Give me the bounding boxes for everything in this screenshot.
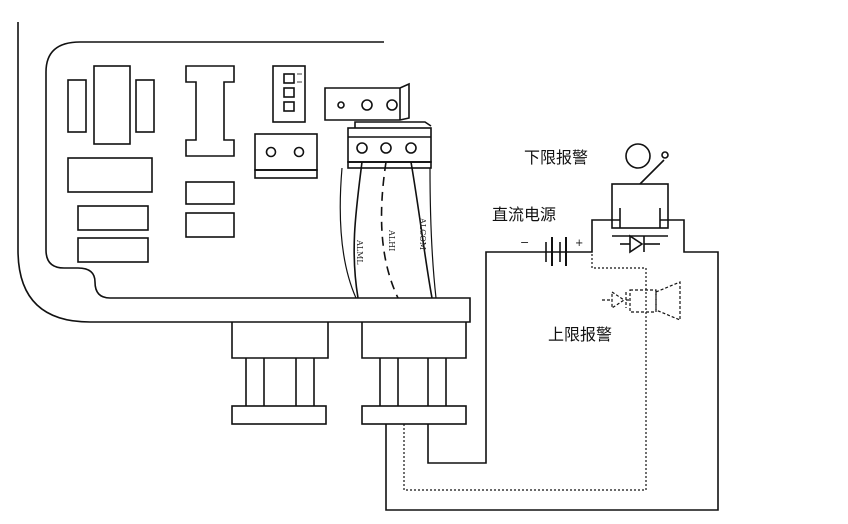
right-cable-gland [361,322,467,425]
wire-label-group: ALML ALHI ALCOM [355,217,427,265]
wire-label-alcom: ALCOM [418,217,427,250]
board-component-5 [185,212,235,238]
lower-alarm-label: 下限报警 [524,148,588,167]
housing-outline [17,22,471,323]
board-component-3 [77,237,149,263]
i-shaped-component [185,65,235,157]
wire-upper-alarm-return [385,219,719,511]
dc-source-label: 直流电源 [492,205,556,224]
wire-label-alhi: ALHI [387,229,396,251]
dc-minus-sign: − [520,236,529,249]
lower-alarm-device [611,143,669,237]
dip-switch [272,65,306,123]
two-screw-terminal [254,133,318,179]
dc-source-symbol [545,237,572,266]
dc-plus-sign: + [575,238,583,249]
wire-lower-alarm-return [403,252,647,491]
wire-alml [353,161,363,299]
transformer-block [67,65,155,145]
lower-three-screw-terminal [347,121,432,169]
upper-alarm-device [602,281,681,321]
lower-alarm-diode [620,234,660,254]
wire-bundle-left [339,167,357,299]
wire-alhi [380,161,399,299]
wire-common-to-dc-minus [427,251,546,464]
upper-three-screw-terminal [324,82,410,121]
wire-bundle-right [429,167,437,299]
upper-alarm-label: 上限报警 [548,325,612,344]
wire-label-alml: ALML [355,239,364,265]
left-cable-gland [231,322,329,425]
wire-alcom [410,161,433,299]
board-component-1 [67,157,153,193]
wire-dc-plus [572,219,620,253]
board-component-4 [185,181,235,205]
board-component-2 [77,205,149,231]
